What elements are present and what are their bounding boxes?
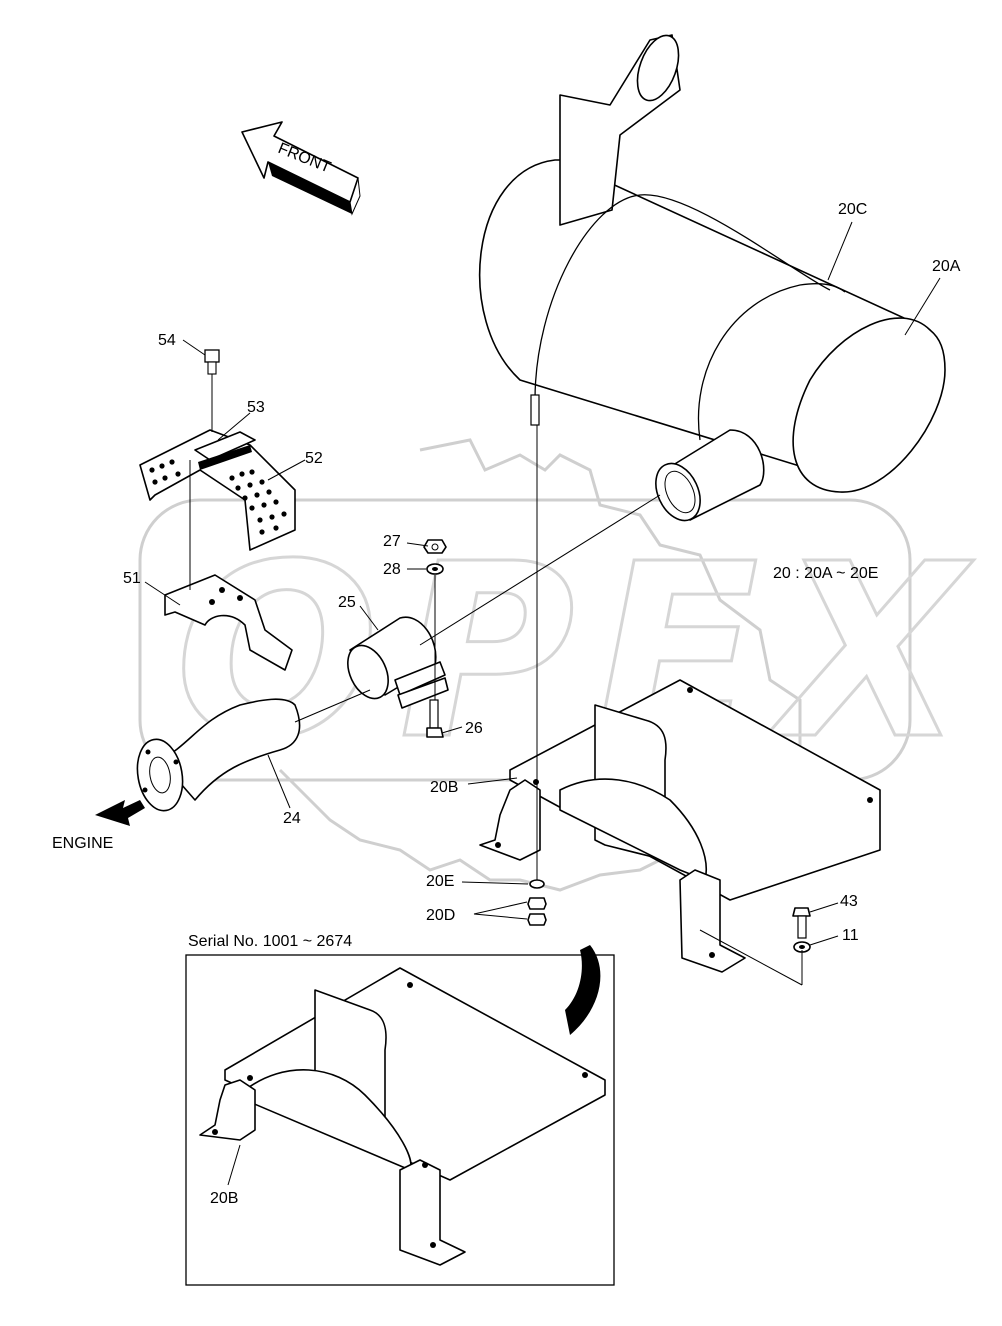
clamp-25 [347, 616, 449, 709]
engine-arrow [95, 800, 145, 826]
label-26: 26 [465, 720, 483, 737]
front-direction-arrow: FRONT [241, 121, 361, 216]
label-27: 27 [383, 533, 401, 550]
bolt-43 [792, 907, 811, 939]
washer-11 [793, 941, 811, 953]
bracket-20b-inset [199, 967, 606, 1266]
label-24: 24 [283, 810, 301, 827]
label-52: 52 [305, 450, 323, 467]
bolt-54 [204, 349, 220, 432]
shield-holes [149, 459, 287, 535]
label-20c: 20C [838, 201, 867, 218]
label-20e: 20E [426, 873, 454, 890]
nuts-20d [527, 897, 547, 926]
bracket-20b-main [479, 679, 881, 973]
bolt-26 [426, 699, 444, 738]
label-11: 11 [842, 927, 859, 944]
label-28: 28 [383, 561, 401, 578]
callouts: 54 53 52 51 27 28 25 26 24 20C 20A 20B 2… [123, 201, 961, 946]
label-20a: 20A [932, 258, 961, 275]
label-43: 43 [840, 893, 858, 910]
washer-28 [426, 563, 444, 575]
label-54: 54 [158, 332, 176, 349]
label-25: 25 [338, 594, 356, 611]
kit-composition-note: 20 : 20A ~ 20E [773, 565, 878, 582]
washer-20e [529, 879, 545, 889]
bracket-53 [194, 431, 256, 461]
inset-callout-arrow [565, 945, 601, 1035]
bracket-51 [164, 574, 293, 671]
label-51: 51 [123, 570, 141, 587]
pipe-24 [136, 698, 301, 812]
muffler [478, 34, 946, 522]
inset-title: Serial No. 1001 ~ 2674 [188, 933, 352, 950]
nut-27 [423, 539, 447, 554]
label-53: 53 [247, 399, 265, 416]
inset-part-label-20b: 20B [210, 1190, 238, 1207]
heat-shield-52 [139, 429, 296, 551]
engine-label: ENGINE [52, 835, 113, 852]
label-20b: 20B [430, 779, 458, 796]
label-20d: 20D [426, 907, 455, 924]
inset-frame [185, 954, 615, 1286]
